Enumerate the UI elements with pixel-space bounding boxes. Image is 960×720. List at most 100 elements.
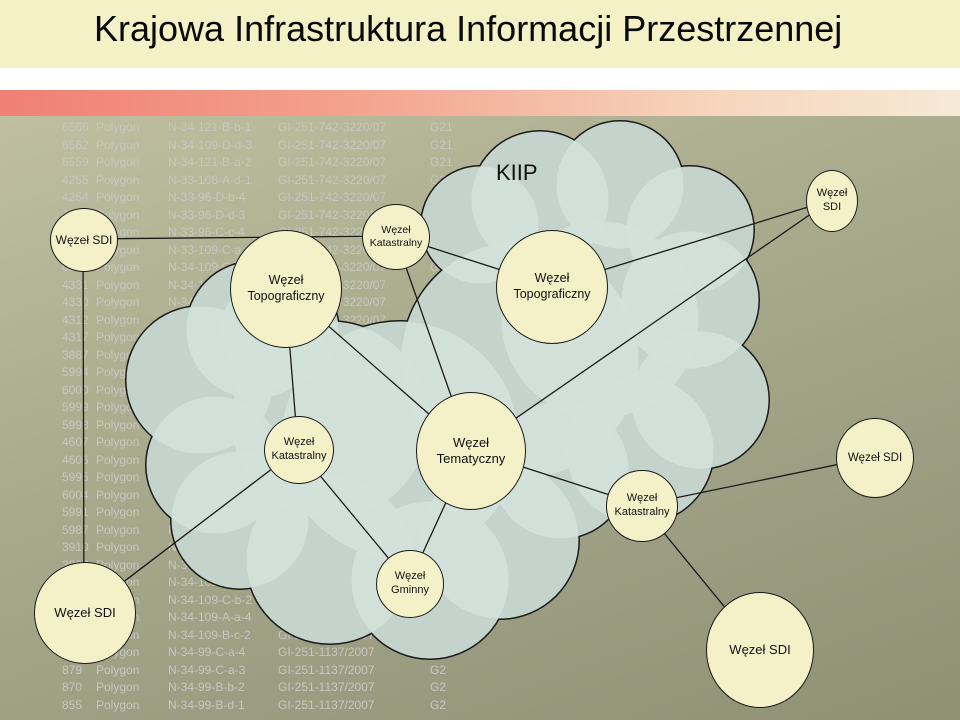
table-cell: 4607: [62, 435, 89, 449]
table-cell: 5995: [62, 470, 89, 484]
network-cloud: [125, 120, 770, 660]
node-katastralny-top: Węzeł Katastralny: [362, 204, 430, 270]
table-cell: 4317: [62, 330, 89, 344]
decorative-stripe: [0, 90, 960, 116]
table-cell: 879: [62, 662, 83, 677]
node-gminny: Węzeł Gminny: [376, 550, 444, 618]
table-cell: Polygon: [96, 277, 140, 292]
table-cell: Polygon: [96, 120, 140, 134]
table-cell: N-34-99-C-a-4: [168, 645, 246, 659]
table-cell: N-34-109-A-a-4: [168, 610, 252, 624]
table-cell: 4312: [62, 312, 89, 327]
table-cell: N-33-96-C-c-4: [168, 225, 245, 239]
table-cell: 6566: [62, 120, 89, 134]
table-cell: 6559: [62, 155, 89, 169]
table-cell: 5987: [62, 522, 89, 537]
table-cell: Polygon: [96, 522, 140, 537]
table-cell: 4331: [62, 277, 89, 292]
table-cell: N-34-121-B-b-1: [168, 120, 252, 134]
node-label: Węzeł Topograficzny: [513, 271, 591, 301]
table-cell: Polygon: [96, 540, 140, 554]
table-cell: Polygon: [96, 452, 140, 467]
table-cell: Polygon: [96, 487, 140, 502]
table-cell: G21: [430, 155, 453, 169]
table-cell: N-34-109-B-c-2: [168, 627, 251, 642]
table-cell: G2: [430, 697, 447, 712]
table-cell: Polygon: [96, 470, 140, 484]
node-tematyczny: Węzeł Tematyczny: [416, 392, 526, 510]
table-cell: Polygon: [96, 190, 140, 204]
table-cell: Polygon: [96, 137, 140, 152]
table-cell: Polygon: [96, 172, 140, 187]
table-cell: GI-251-1137/2007: [278, 662, 375, 677]
table-cell: N-34-121-B-a-2: [168, 155, 252, 169]
table-cell: N-33-96-D-b-4: [168, 190, 246, 204]
table-cell: 6562: [62, 137, 89, 152]
table-cell: Polygon: [96, 435, 140, 449]
table-cell: N-34-99-C-a-3: [168, 662, 246, 677]
table-cell: Polygon: [96, 330, 140, 344]
node-label: Węzeł Tematyczny: [436, 434, 506, 466]
node-label: Węzeł Katastralny: [271, 436, 327, 462]
node-sdi-bottom-left: Węzeł SDI: [34, 562, 136, 664]
table-cell: Polygon: [96, 155, 140, 169]
node-topograficzny-left: Węzeł Topograficzny: [230, 230, 342, 348]
table-cell: 5991: [62, 505, 89, 519]
node-label: Węzeł SDI: [54, 604, 116, 620]
table-cell: 3887: [62, 347, 89, 362]
node-label: Węzeł SDI: [55, 232, 113, 247]
page-title: Krajowa Infrastruktura Informacji Przest…: [94, 8, 843, 49]
table-cell: N-33-96-D-d-3: [168, 207, 246, 222]
table-cell: N-33-109-C-a-4: [168, 242, 253, 257]
table-cell: 5998: [62, 417, 89, 432]
node-label: Węzeł SDI: [729, 641, 791, 657]
table-cell: 4254: [62, 190, 89, 204]
table-cell: N-34-99-B-d-1: [168, 697, 245, 712]
table-cell: GI-251-742-3220/07: [278, 155, 387, 169]
table-cell: 6004: [62, 487, 89, 502]
node-sdi-right: Węzeł SDI: [836, 418, 914, 498]
node-katastralny-mid: Węzeł Katastralny: [264, 416, 334, 484]
table-cell: Polygon: [96, 697, 140, 712]
table-cell: 855: [62, 697, 83, 712]
table-cell: N-34-109-C-b-2: [168, 592, 253, 607]
table-cell: GI-251-742-3220/07: [278, 172, 387, 187]
node-label: Węzeł Katastralny: [369, 223, 423, 249]
table-cell: G2: [430, 662, 447, 677]
table-cell: N-33-108-A-d-1: [168, 172, 252, 187]
node-sdi-top-right: Węzeł SDI: [806, 170, 858, 232]
table-cell: 4255: [62, 172, 89, 187]
table-cell: GI-251-742-3220/07: [278, 207, 387, 222]
table-cell: Polygon: [96, 505, 140, 519]
table-cell: GI-251-742-3220/07: [278, 120, 387, 134]
connection-line: [82, 238, 85, 613]
table-cell: 4606: [62, 452, 89, 467]
table-cell: 4330: [62, 295, 89, 309]
table-cell: GI-251-1137/2007: [278, 680, 375, 694]
table-cell: 5999: [62, 400, 89, 414]
table-cell: Polygon: [96, 662, 140, 677]
node-label: Węzeł Katastralny: [614, 492, 670, 518]
connection-line: [82, 235, 396, 240]
kiip-label: KIIP: [496, 160, 538, 185]
node-katastralny-right: Węzeł Katastralny: [606, 470, 678, 542]
table-cell: Polygon: [96, 295, 140, 309]
table-cell: N-34-109-D-d-3: [168, 137, 253, 152]
connection-line: [640, 456, 875, 506]
table-cell: 5994: [62, 365, 89, 379]
table-cell: Polygon: [96, 417, 140, 432]
table-cell: GI-251-1137/2007: [278, 697, 375, 712]
node-label: Węzeł SDI: [816, 187, 848, 213]
table-cell: G21: [430, 137, 453, 152]
title-bar: [0, 0, 960, 68]
table-cell: N-34-99-B-b-2: [168, 680, 245, 694]
node-topograficzny-right: Węzeł Topograficzny: [496, 230, 608, 344]
node-label: Węzeł Topograficzny: [247, 273, 325, 303]
table-cell: GI-251-742-3220/07: [278, 137, 387, 152]
table-cell: GI-251-742-3220/07: [278, 190, 387, 204]
table-cell: 870: [62, 680, 83, 694]
node-label: Węzeł Gminny: [391, 570, 429, 596]
table-cell: G21: [430, 120, 453, 134]
table-cell: 3910: [62, 540, 89, 554]
